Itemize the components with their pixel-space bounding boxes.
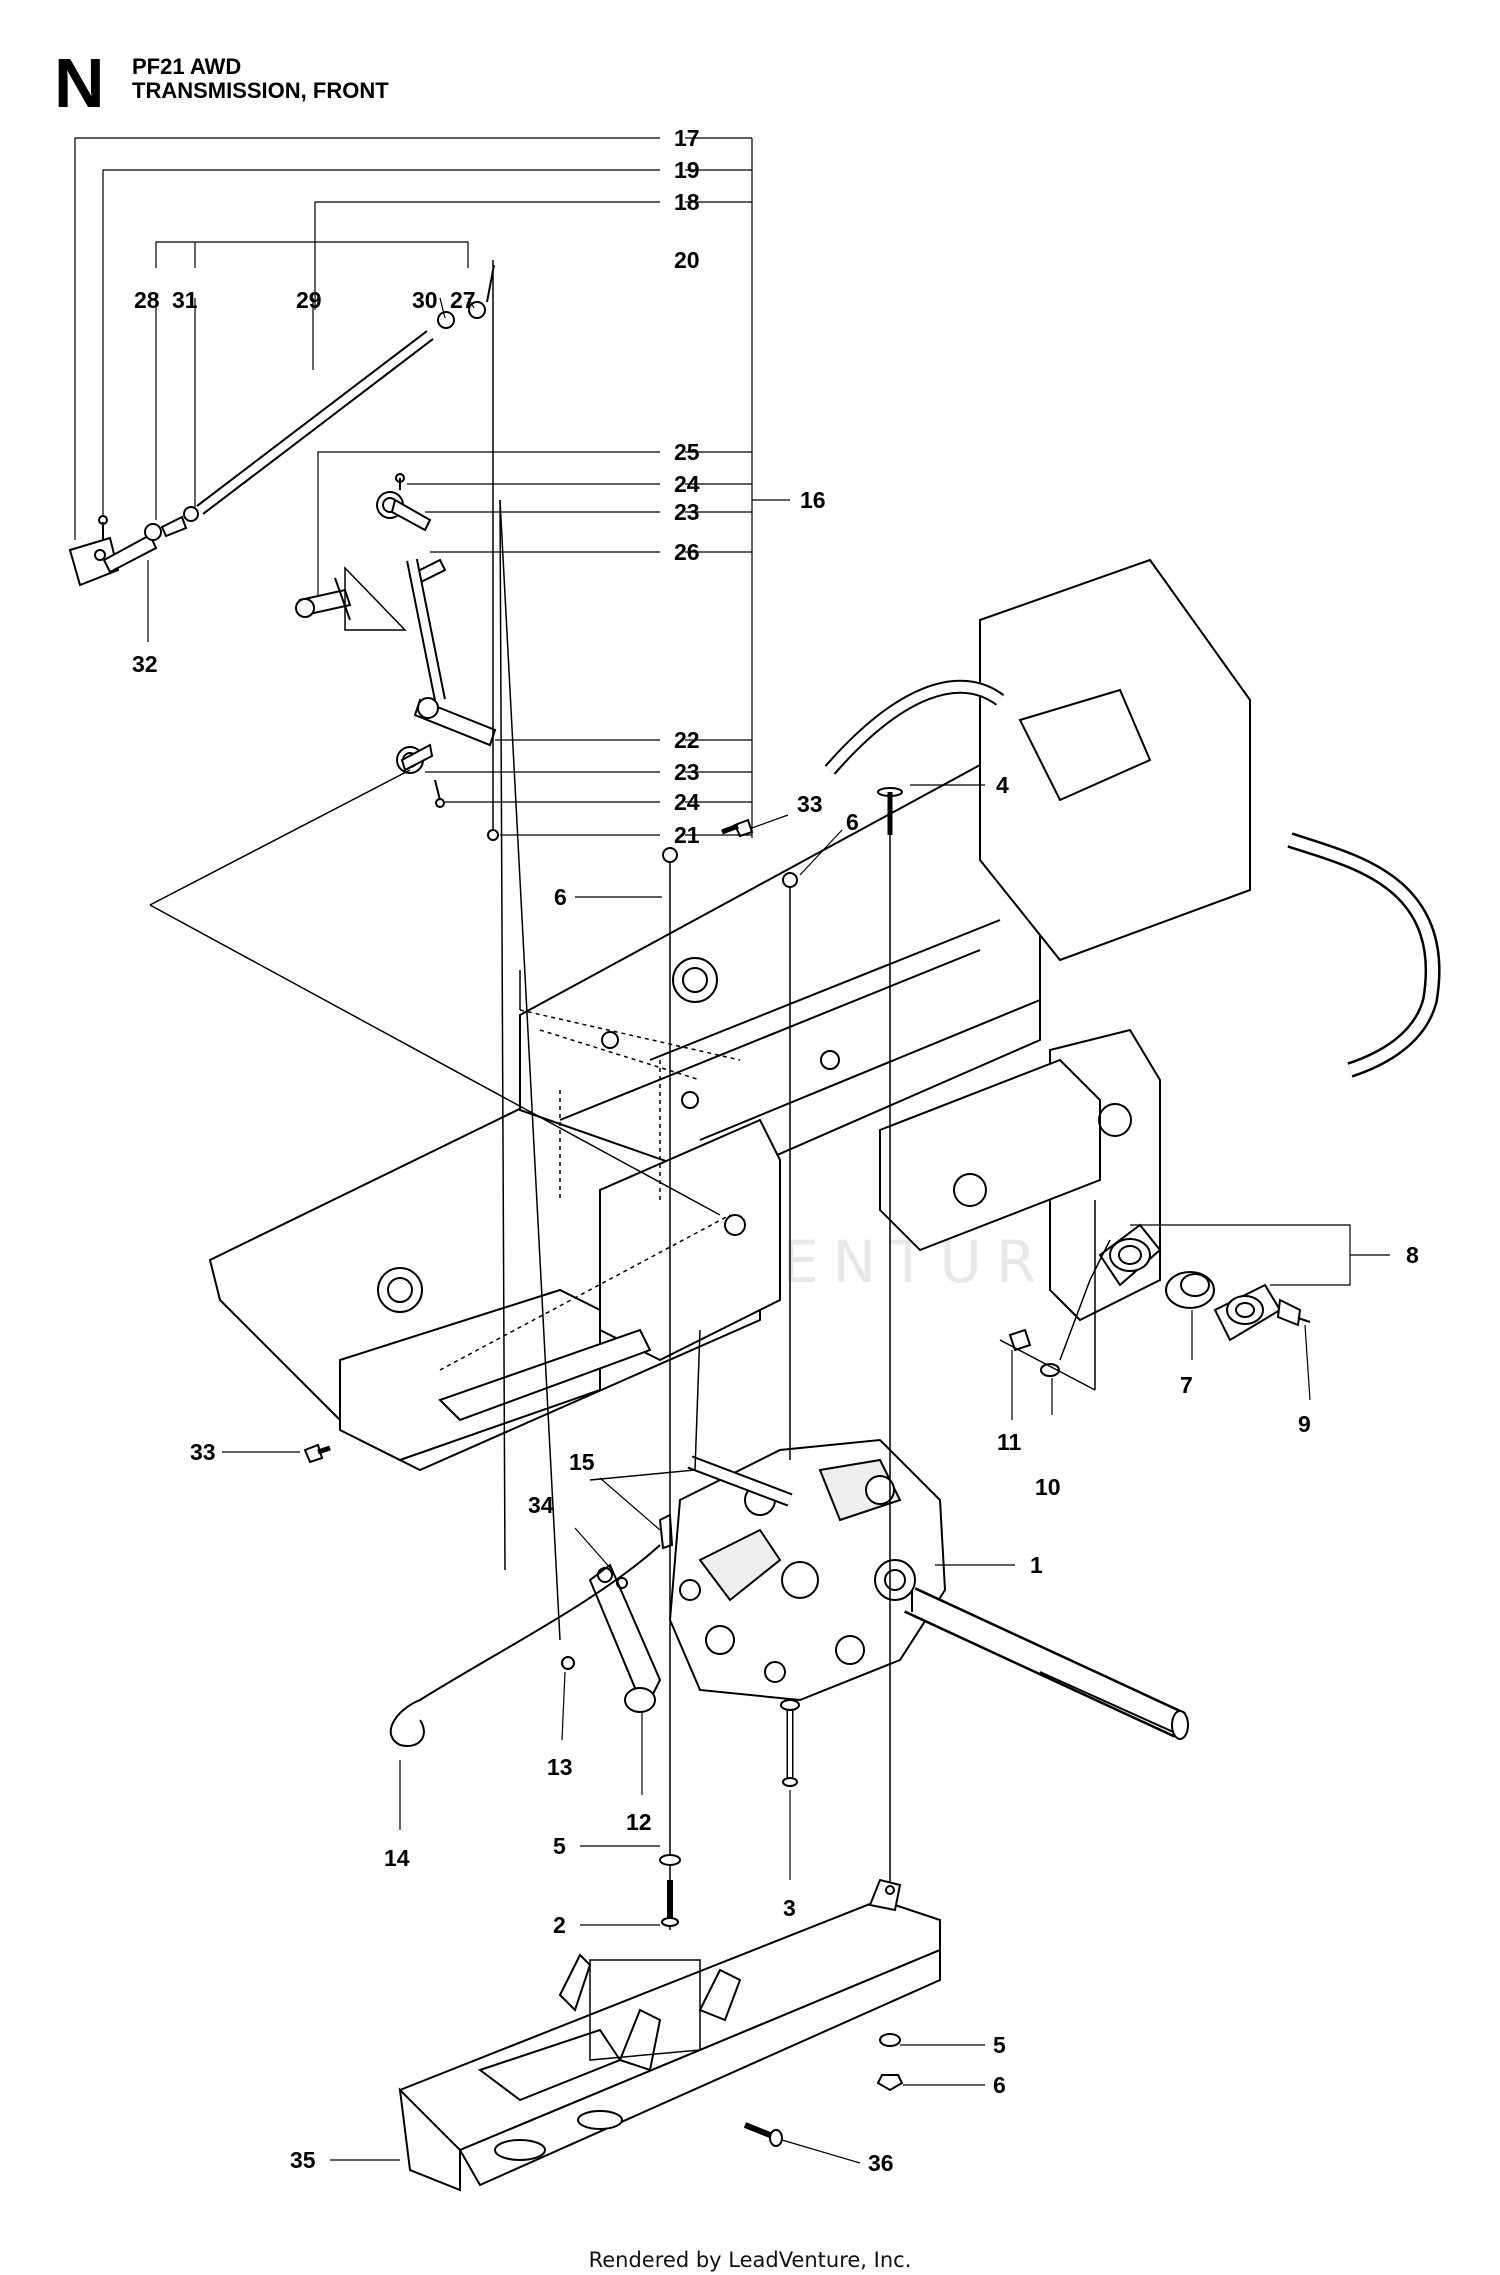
callout-33: 33 — [797, 791, 823, 817]
callout-11: 11 — [997, 1429, 1022, 1455]
callout-23: 23 — [674, 759, 700, 785]
callout-19: 19 — [674, 157, 700, 183]
section-letter: N — [54, 44, 105, 122]
callout-34: 34 — [528, 1492, 554, 1518]
callout-3: 3 — [783, 1895, 796, 1921]
callout-26: 26 — [674, 539, 700, 565]
callout-8: 8 — [1406, 1242, 1419, 1268]
callout-6: 6 — [993, 2072, 1006, 2098]
callout-36: 36 — [868, 2150, 894, 2176]
footer-credit: Rendered by LeadVenture, Inc. — [588, 2248, 912, 2272]
callout-18: 18 — [674, 189, 700, 215]
callout-20: 20 — [674, 247, 700, 273]
chassis-frame — [208, 558, 1441, 1472]
shift-linkage — [68, 264, 497, 808]
callout-7: 7 — [1180, 1372, 1193, 1398]
callout-22: 22 — [674, 727, 700, 753]
callout-27: 27 — [450, 287, 476, 313]
skid-plate — [398, 1878, 941, 2192]
callout-21: 21 — [674, 822, 700, 848]
callout-25: 25 — [674, 439, 700, 465]
callout-32: 32 — [132, 651, 158, 677]
callout-13: 13 — [547, 1754, 573, 1780]
callout-9: 9 — [1298, 1411, 1311, 1437]
callout-23: 23 — [674, 499, 700, 525]
callout-5: 5 — [553, 1833, 566, 1859]
callout-33: 33 — [190, 1439, 216, 1465]
callout-2: 2 — [553, 1912, 566, 1938]
callout-14: 14 — [384, 1845, 410, 1871]
diagram-title: TRANSMISSION, FRONT — [132, 78, 389, 103]
callout-4: 4 — [996, 772, 1009, 798]
callout-10: 10 — [1035, 1474, 1061, 1500]
callout-15: 15 — [569, 1449, 595, 1475]
callout-30: 30 — [412, 287, 438, 313]
callout-1: 1 — [1030, 1552, 1043, 1578]
callout-35: 35 — [290, 2147, 316, 2173]
control-lever — [389, 1513, 674, 1747]
callout-24: 24 — [674, 789, 700, 815]
callout-6: 6 — [846, 809, 859, 835]
model-label: PF21 AWD — [132, 54, 242, 79]
callout-16: 16 — [800, 487, 826, 513]
callout-6: 6 — [554, 884, 567, 910]
callout-17: 17 — [674, 125, 700, 151]
bearing-flange-set — [1008, 1223, 1311, 1377]
callout-labels: 17 19 18 20 28 31 29 30 27 25 24 23 16 2… — [132, 125, 1419, 2176]
callout-12: 12 — [626, 1809, 652, 1835]
callout-24: 24 — [674, 471, 700, 497]
transmission-unit — [668, 1438, 1189, 1787]
callout-29: 29 — [296, 287, 322, 313]
callout-28: 28 — [134, 287, 160, 313]
callout-31: 31 — [172, 287, 198, 313]
callout-5: 5 — [993, 2032, 1006, 2058]
